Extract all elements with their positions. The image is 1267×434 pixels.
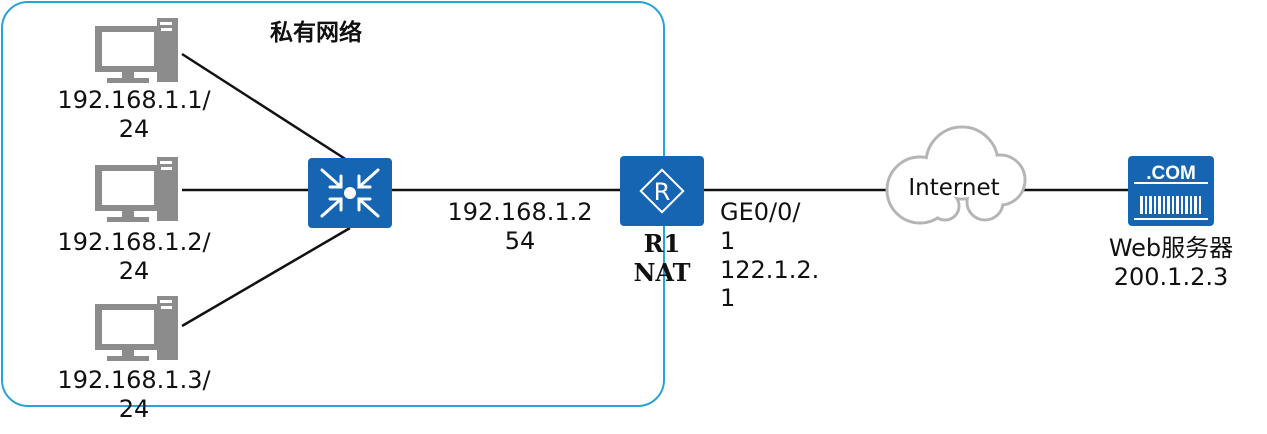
svg-text:R: R	[654, 178, 671, 206]
switch-icon	[308, 158, 392, 228]
host-label-2: 192.168.1.2/ 24	[34, 228, 234, 286]
cloud-icon	[885, 125, 1027, 225]
host-label-3: 192.168.1.3/ 24	[34, 366, 234, 424]
router-icon: R	[620, 156, 704, 226]
router-name: R1	[643, 229, 681, 258]
server-ip: 200.1.2.3	[1113, 262, 1229, 291]
host-ip: 192.168.1.2/	[57, 228, 211, 256]
private-network-title: 私有网络	[270, 19, 362, 46]
pc-icon	[95, 18, 178, 83]
link-pc1-switch	[181, 52, 351, 164]
pc-icon	[95, 296, 178, 361]
host-label-1: 192.168.1.1/ 24	[34, 86, 234, 144]
lan-ip: 192.168.1.2	[447, 198, 593, 226]
wan-interface: GE0/0/	[720, 198, 801, 226]
host-mask: 24	[118, 394, 150, 423]
router-wan-label: GE0/0/ 1 122.1.2. 1	[720, 198, 819, 313]
cloud-label: Internet	[908, 175, 999, 201]
wan-ip-cont: 1	[720, 284, 736, 313]
server-name: Web服务器	[1108, 234, 1234, 262]
host-ip: 192.168.1.3/	[57, 366, 211, 394]
wan-interface-cont: 1	[720, 226, 736, 255]
router-label: R1 NAT	[612, 229, 712, 288]
server-label: Web服务器 200.1.2.3	[1081, 234, 1261, 292]
wan-ip: 122.1.2.	[720, 255, 820, 284]
server-icon: .COM	[1128, 156, 1214, 226]
server-badge: .COM	[1146, 163, 1196, 184]
links	[181, 52, 1128, 328]
pc-icon	[95, 157, 178, 222]
link-pc3-switch	[181, 226, 351, 328]
lan-ip-label: 192.168.1.2 54	[420, 198, 620, 256]
router-role: NAT	[633, 257, 691, 287]
host-ip: 192.168.1.1/	[57, 86, 211, 114]
host-mask: 24	[118, 114, 150, 143]
lan-ip-cont: 54	[504, 226, 536, 255]
host-mask: 24	[118, 256, 150, 285]
